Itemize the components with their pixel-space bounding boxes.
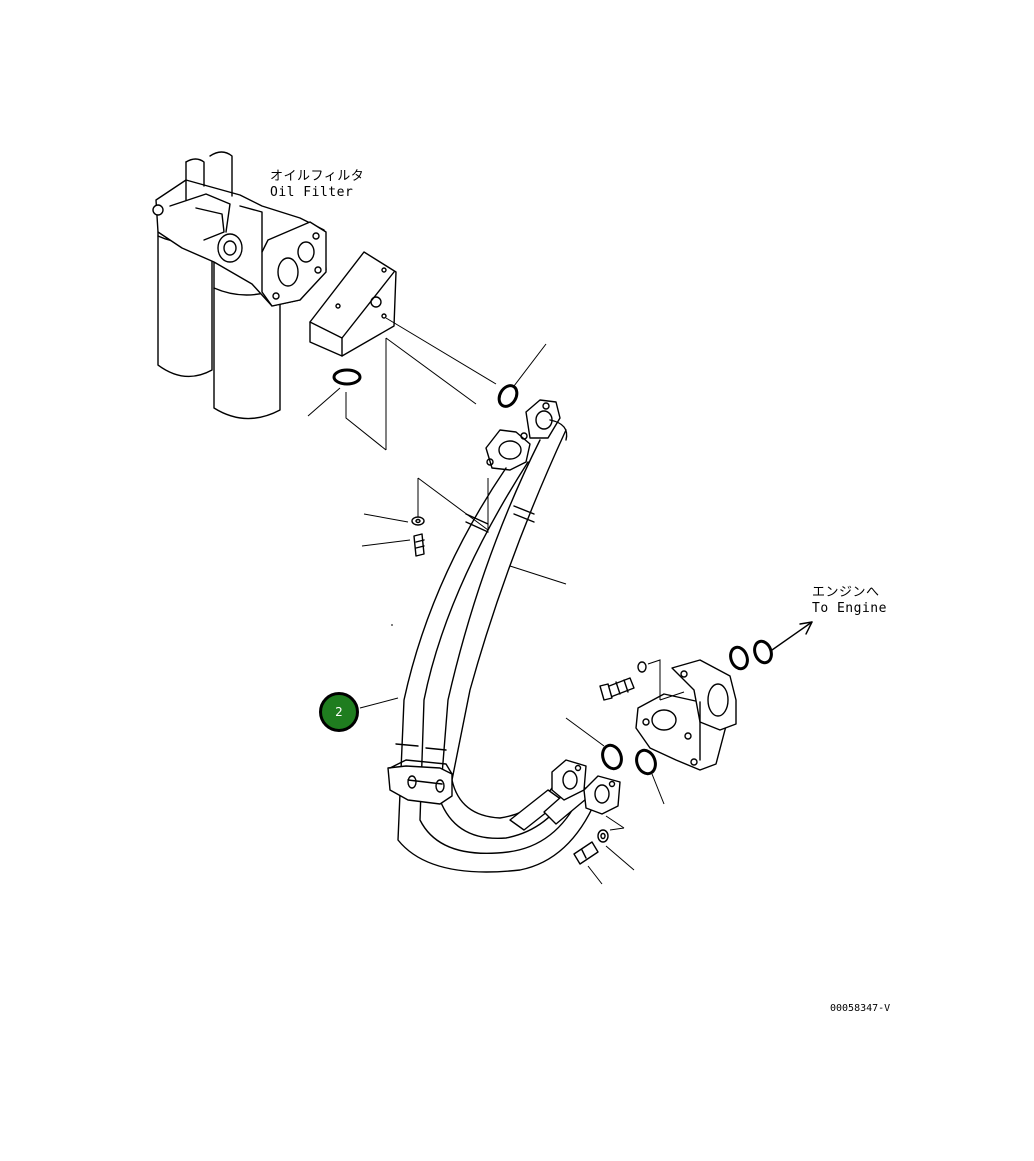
oil-filter-label-jp: オイルフィルタ — [270, 169, 365, 184]
engine-fitting — [635, 659, 737, 771]
o-ring-lower-1 — [601, 743, 623, 771]
washer-upper — [411, 516, 425, 526]
o-ring-lower-2 — [635, 748, 657, 776]
hose-assembly — [387, 399, 621, 873]
oil-filter-label-en: Oil Filter — [270, 185, 354, 200]
document-id: 00058347-V — [830, 1003, 891, 1014]
bolt-lower — [573, 841, 599, 865]
to-engine-label-en: To Engine — [812, 601, 887, 616]
o-ring-engine-1 — [729, 645, 749, 671]
bolt-engine-side — [599, 677, 635, 701]
part-callout-2[interactable]: 2 — [319, 692, 359, 732]
bolt-upper — [413, 533, 425, 557]
washer-lower — [597, 829, 609, 843]
o-ring-upper — [497, 384, 519, 408]
o-ring-engine-2 — [753, 639, 773, 665]
oil-filter-assembly — [152, 151, 327, 420]
o-ring-left — [332, 368, 362, 386]
to-engine-label-jp: エンジンへ — [812, 585, 880, 600]
adapter-block — [309, 251, 397, 357]
washer-engine-side — [637, 661, 647, 673]
